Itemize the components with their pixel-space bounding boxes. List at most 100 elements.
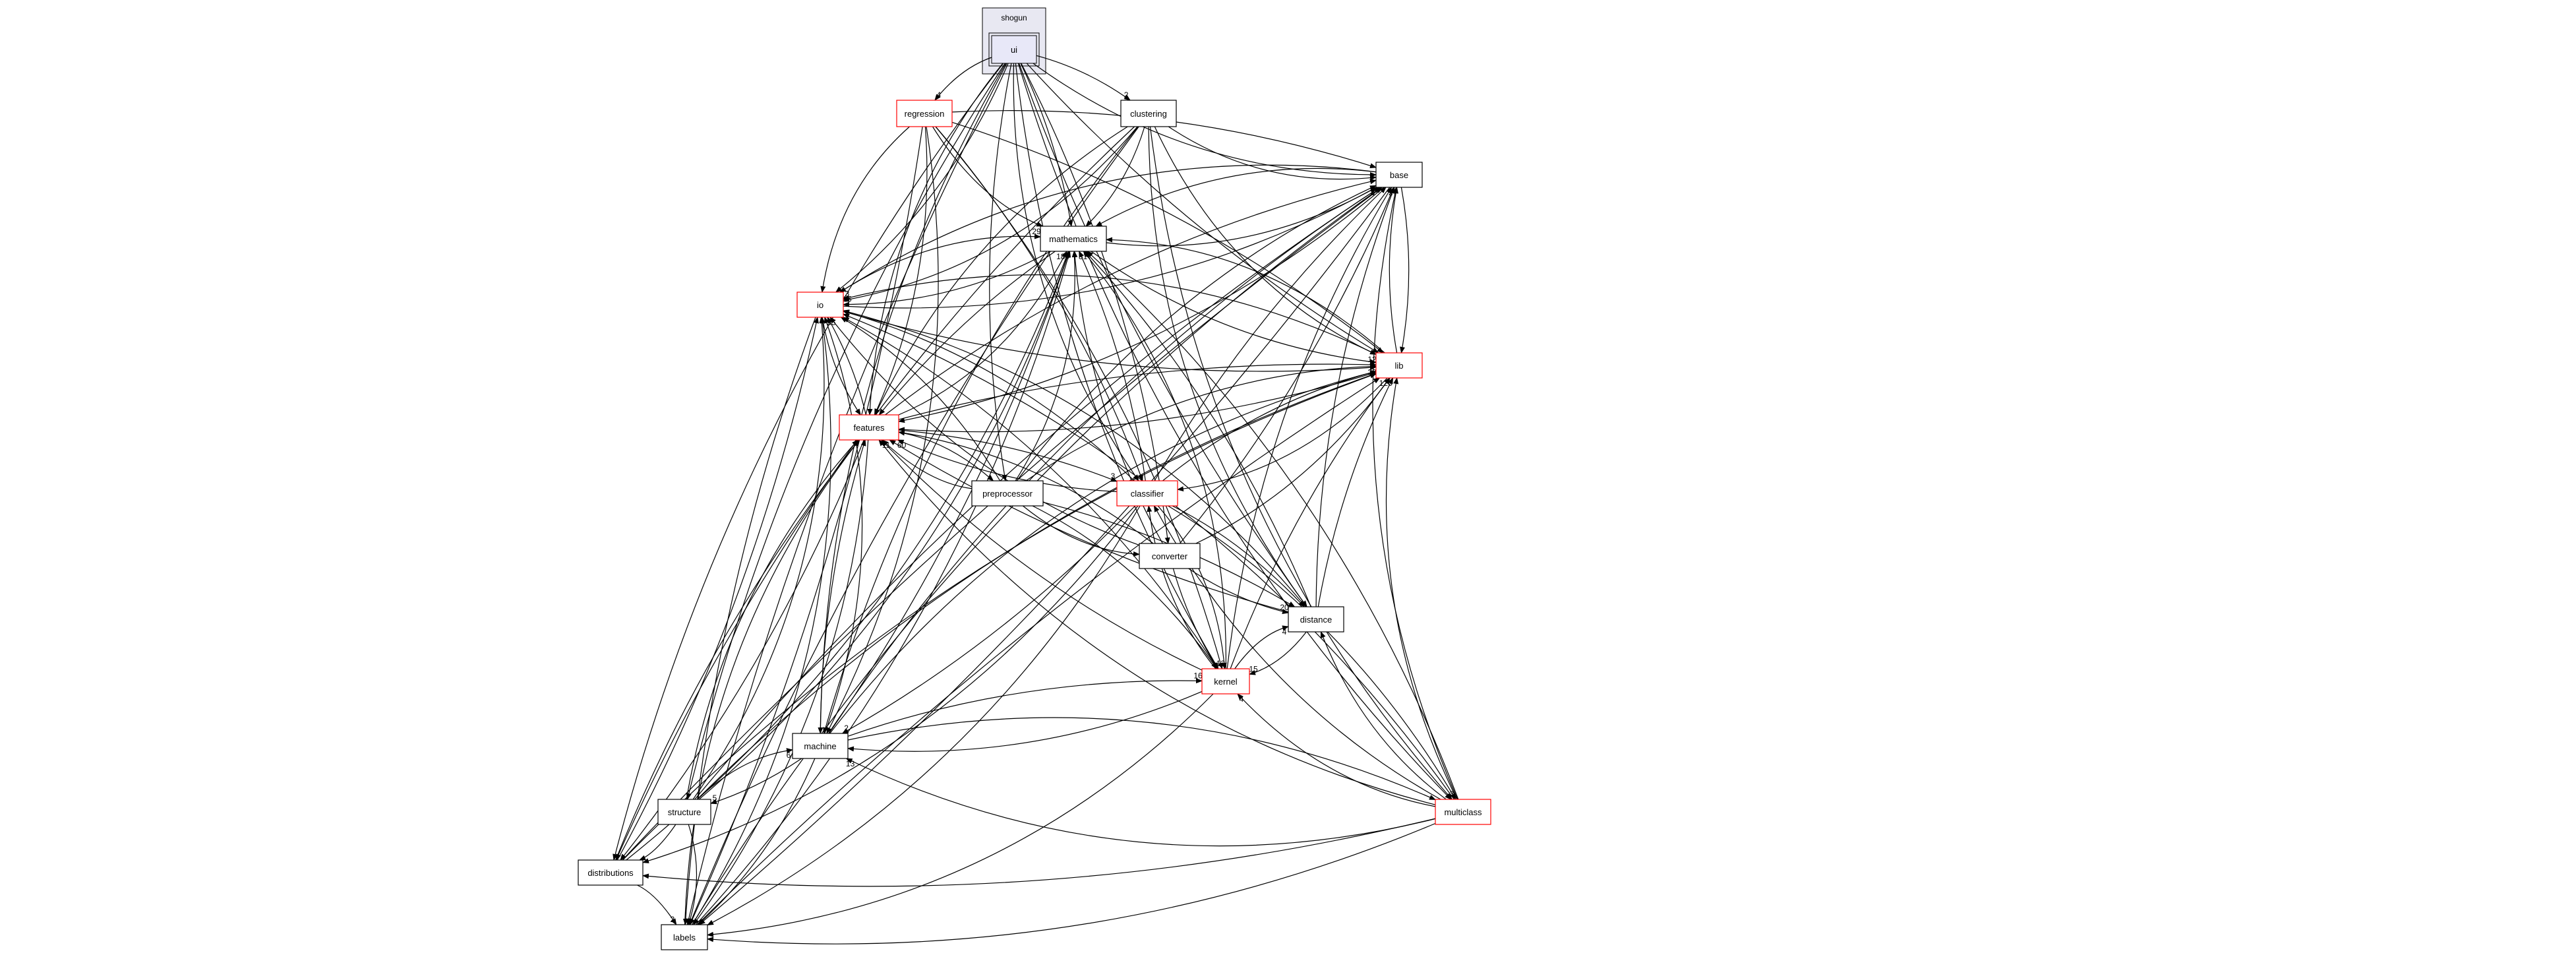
edge-clustering-to-lib[interactable] xyxy=(1154,126,1377,355)
edge-ui-to-classifier[interactable] xyxy=(1013,63,1139,481)
edge-label-features-to-lib[interactable]: 12 xyxy=(1367,355,1377,364)
edge-regression-to-features[interactable] xyxy=(874,126,928,416)
node-machine[interactable]: machine xyxy=(792,733,849,759)
node-base[interactable]: base xyxy=(1375,162,1423,188)
edge-classifier-to-kernel[interactable] xyxy=(1157,505,1227,669)
edge-label-kernel-to-lib[interactable]: 126 xyxy=(1379,379,1393,388)
edge-classifier-to-labels[interactable] xyxy=(707,505,1141,926)
node-lib[interactable]: lib xyxy=(1375,352,1423,379)
edge-clustering-to-mathematics[interactable] xyxy=(1085,126,1145,227)
edge-lib-to-mathematics[interactable] xyxy=(1106,237,1385,354)
edge-regression-to-io[interactable] xyxy=(820,126,910,293)
edge-distributions-to-labels[interactable] xyxy=(637,884,677,925)
edge-machine-to-features[interactable] xyxy=(820,439,866,734)
edge-regression-to-machine[interactable] xyxy=(826,126,939,734)
edge-distributions-to-base[interactable] xyxy=(622,187,1383,861)
edge-io-to-lib[interactable] xyxy=(843,311,1377,372)
edge-machine-to-kernel[interactable] xyxy=(847,678,1203,737)
edge-ui-to-regression[interactable] xyxy=(934,57,992,101)
node-distributions[interactable]: distributions xyxy=(578,859,644,886)
edge-kernel-to-distance[interactable] xyxy=(1234,625,1289,669)
edge-labels-to-io[interactable] xyxy=(692,317,831,925)
edge-io-to-mathematics[interactable] xyxy=(839,233,1041,293)
edge-ui-to-clustering[interactable] xyxy=(1036,55,1131,101)
edge-preprocessor-to-features[interactable] xyxy=(882,439,973,489)
edge-multiclass-to-base[interactable] xyxy=(1372,187,1458,800)
edge-classifier-to-mathematics[interactable] xyxy=(1079,251,1146,481)
edge-label-io-to-mathematics[interactable]: 29 xyxy=(1032,227,1041,236)
edge-label-multiclass-to-machine[interactable]: 13 xyxy=(846,759,855,768)
edge-multiclass-to-io[interactable] xyxy=(843,313,1454,800)
edge-distance-to-io[interactable] xyxy=(843,309,1306,607)
edge-label-kernel-to-distance[interactable]: 4 xyxy=(1282,627,1287,636)
edge-base-to-lib[interactable] xyxy=(1400,187,1410,354)
edge-io-to-labels[interactable] xyxy=(682,317,816,925)
edge-kernel-to-classifier[interactable] xyxy=(1147,505,1216,669)
edge-converter-to-base[interactable] xyxy=(1180,187,1394,544)
edge-clustering-to-distance[interactable] xyxy=(1148,126,1307,607)
edge-kernel-to-labels[interactable] xyxy=(707,693,1214,937)
edge-label-classifier-to-machine[interactable]: 2 xyxy=(844,724,849,733)
edge-base-to-features[interactable] xyxy=(898,187,1385,423)
edge-regression-to-classifier[interactable] xyxy=(935,126,1143,481)
edge-label-machine-to-structure[interactable]: 5 xyxy=(713,793,717,803)
edge-classifier-to-io[interactable] xyxy=(843,310,1135,481)
edge-distributions-to-lib[interactable] xyxy=(622,373,1377,861)
edge-ui-to-distance[interactable] xyxy=(1018,63,1307,607)
edge-classifier-to-features[interactable] xyxy=(897,439,1118,493)
edge-label-ui-to-clustering[interactable]: 2 xyxy=(1124,90,1129,100)
edge-distance-to-base[interactable] xyxy=(1315,187,1395,607)
edge-mathematics-to-io[interactable] xyxy=(843,251,1051,307)
edge-base-to-labels[interactable] xyxy=(698,187,1391,925)
edge-multiclass-to-machine[interactable] xyxy=(845,758,1436,847)
edge-ui-to-structure[interactable] xyxy=(686,63,1005,800)
edge-structure-to-distributions[interactable] xyxy=(639,824,676,861)
edge-converter-to-lib[interactable] xyxy=(1195,377,1391,544)
edge-converter-to-io[interactable] xyxy=(829,317,1140,546)
edge-labels-to-mathematics[interactable] xyxy=(695,251,1071,925)
edge-kernel-to-lib[interactable] xyxy=(1230,377,1391,669)
edge-multiclass-to-kernel[interactable] xyxy=(1237,693,1436,807)
edge-label-classifier-to-kernel[interactable]: 12 xyxy=(1216,659,1226,668)
edge-multiclass-to-lib[interactable] xyxy=(1385,377,1458,800)
edge-labels-to-lib[interactable] xyxy=(696,377,1381,925)
edge-converter-to-kernel[interactable] xyxy=(1172,568,1218,669)
edge-structure-to-io[interactable] xyxy=(692,317,825,800)
edge-preprocessor-to-base[interactable] xyxy=(1016,185,1377,481)
edge-label-classifier-to-features[interactable]: 60 xyxy=(897,441,907,450)
edge-preprocessor-to-converter[interactable] xyxy=(1023,505,1140,557)
edge-machine-to-lib[interactable] xyxy=(829,370,1377,734)
node-structure[interactable]: structure xyxy=(657,799,711,825)
node-ui[interactable]: ui xyxy=(988,32,1040,67)
edge-machine-to-multiclass[interactable] xyxy=(847,717,1436,801)
edge-multiclass-to-labels[interactable] xyxy=(707,822,1436,944)
node-distance[interactable]: distance xyxy=(1288,606,1344,633)
edge-ui-to-kernel[interactable] xyxy=(1015,63,1219,669)
edge-machine-to-structure[interactable] xyxy=(710,758,802,805)
edge-features-to-base[interactable] xyxy=(885,179,1377,416)
edge-ui-to-labels[interactable] xyxy=(686,63,1007,925)
edge-preprocessor-to-io[interactable] xyxy=(840,317,1001,481)
edge-features-to-labels[interactable] xyxy=(693,439,869,925)
edge-label-classifier-to-multiclass[interactable]: 3 xyxy=(1449,789,1454,799)
node-converter[interactable]: converter xyxy=(1139,543,1201,569)
edge-regression-to-lib[interactable] xyxy=(951,121,1384,354)
edge-classifier-to-multiclass[interactable] xyxy=(1168,505,1456,800)
edge-label-classifier-to-mathematics[interactable]: 31 xyxy=(1079,252,1088,261)
edge-ui-to-converter[interactable] xyxy=(1021,63,1170,544)
edge-clustering-to-io[interactable] xyxy=(843,126,1138,302)
edge-distance-to-features[interactable] xyxy=(889,439,1289,613)
node-multiclass[interactable]: multiclass xyxy=(1435,799,1491,825)
edge-mathematics-to-lib[interactable] xyxy=(1091,251,1377,365)
edge-distributions-to-io[interactable] xyxy=(616,317,819,861)
edge-classifier-to-machine[interactable] xyxy=(841,505,1136,734)
edge-structure-to-base[interactable] xyxy=(694,187,1381,800)
edge-labels-to-base[interactable] xyxy=(692,187,1383,925)
edge-distance-to-mathematics[interactable] xyxy=(1084,251,1311,607)
edge-machine-to-base[interactable] xyxy=(828,187,1381,734)
edge-ui-to-lib[interactable] xyxy=(1026,63,1379,354)
edge-label-mathematics-to-base[interactable]: 8 xyxy=(1370,188,1375,197)
node-preprocessor[interactable]: preprocessor xyxy=(971,480,1044,507)
edge-regression-to-mathematics[interactable] xyxy=(932,126,1044,227)
edge-distance-to-lib[interactable] xyxy=(1317,377,1394,607)
